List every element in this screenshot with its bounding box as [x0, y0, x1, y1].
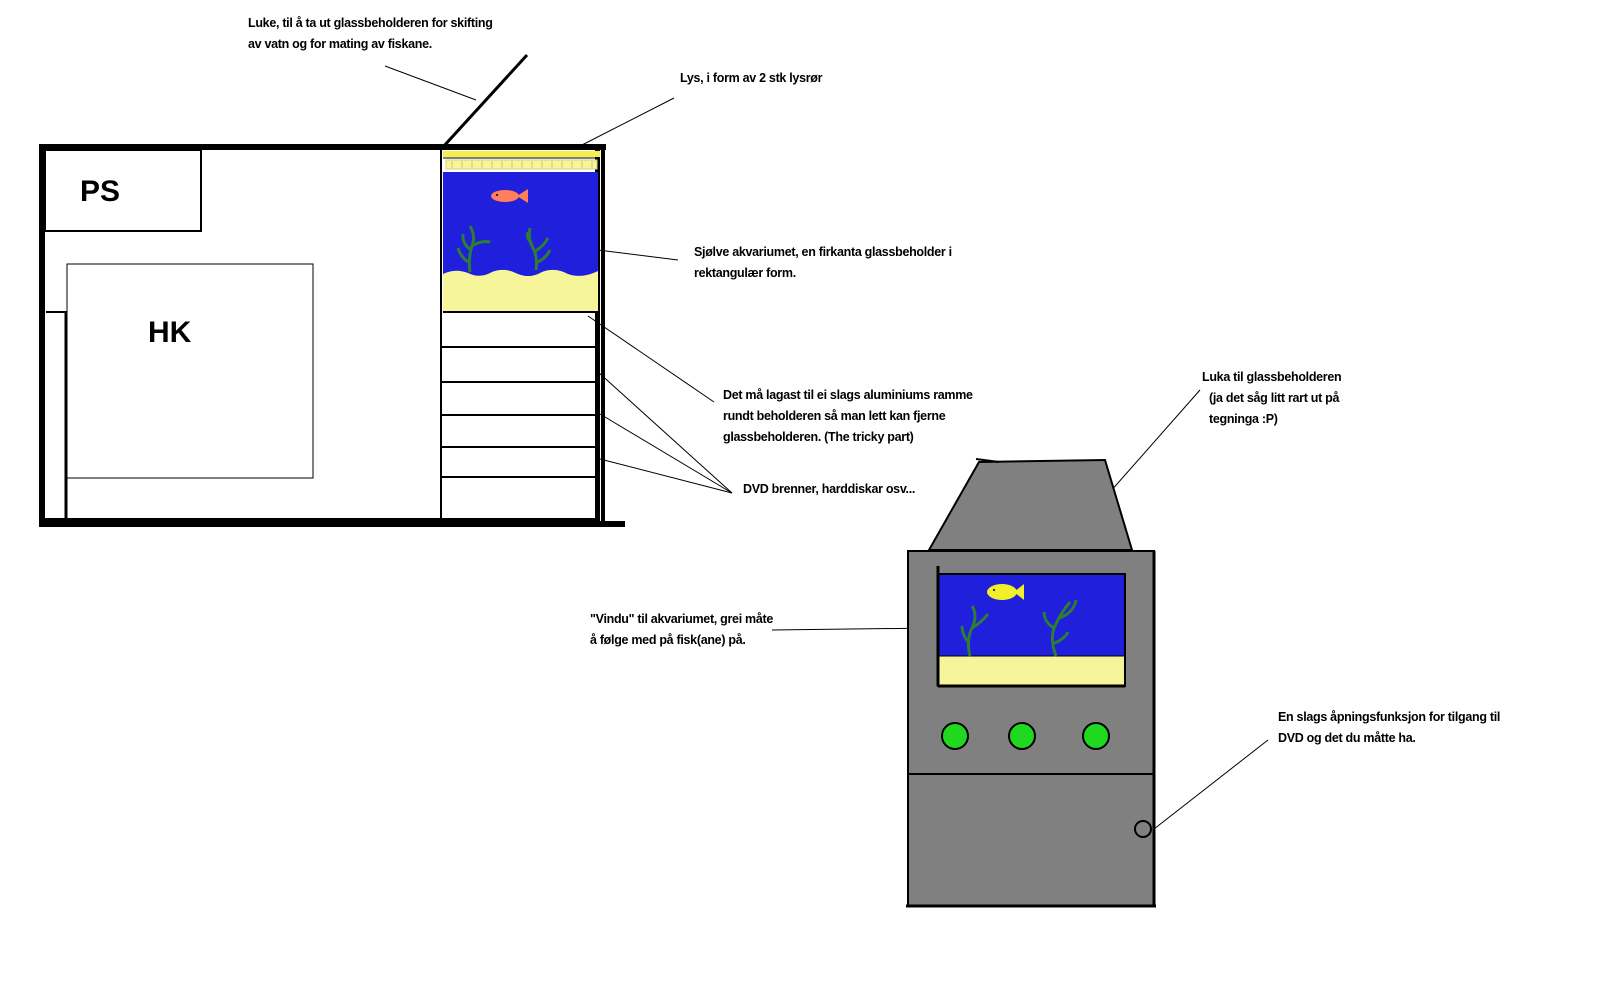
seaweed-icon	[526, 227, 552, 271]
power-supply-box	[44, 149, 202, 232]
lid	[441, 53, 529, 149]
green-button-2[interactable]	[1008, 722, 1036, 750]
window-sand	[939, 656, 1124, 685]
seaweed-icon	[456, 225, 491, 273]
fish-icon	[987, 584, 1024, 600]
label-akvarium: Sjølve akvariumet, en firkanta glassbeho…	[694, 245, 955, 280]
door-knob[interactable]	[1134, 820, 1152, 838]
seaweed-icon	[1042, 599, 1078, 657]
light-tube-icon	[443, 151, 600, 157]
green-button-1[interactable]	[941, 722, 969, 750]
side-view: PS HK	[39, 53, 630, 530]
ps-label: PS	[80, 175, 120, 208]
label-luke: Luke, til å ta ut glassbeholderen for sk…	[248, 16, 496, 51]
drive-bays	[441, 346, 600, 478]
label-lys: Lys, i form av 2 stk lysrør	[680, 71, 823, 85]
hk-label: HK	[148, 316, 192, 349]
label-ramme: Det må lagast til ei slags aluminiums ra…	[723, 388, 976, 444]
motherboard-box	[66, 263, 314, 479]
fish-icon	[491, 189, 528, 203]
lid-hood	[927, 458, 1134, 551]
label-vindu: "Vindu" til akvariumet, grei måte å følg…	[590, 612, 776, 647]
label-dvd: DVD brenner, harddiskar osv...	[743, 482, 915, 496]
front-view	[906, 458, 1156, 908]
green-button-3[interactable]	[1082, 722, 1110, 750]
label-apning: En slags åpningsfunksjon for tilgang til…	[1278, 710, 1503, 745]
aquarium-sand	[443, 269, 598, 312]
seaweed-icon	[960, 605, 990, 657]
label-luka: Luka til glassbeholderen (ja det såg lit…	[1202, 370, 1345, 426]
front-lower-body	[907, 773, 1155, 907]
